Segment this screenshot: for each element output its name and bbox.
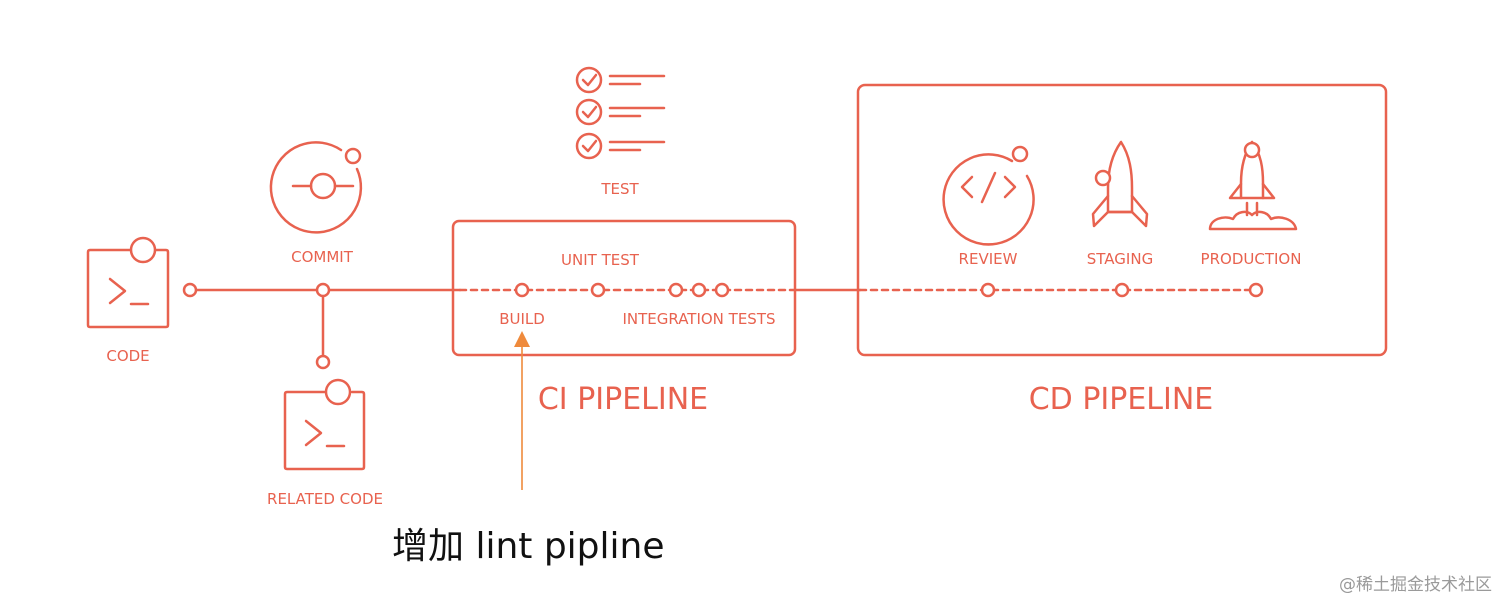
rocket-icon [1091, 140, 1149, 228]
rocket-launch-icon [1208, 140, 1298, 231]
commit-icon [269, 141, 363, 234]
node-related-code [315, 354, 331, 370]
related-code-label: RELATED CODE [267, 490, 383, 508]
node-commit [315, 282, 331, 298]
code-label: CODE [106, 347, 149, 365]
test-label: TEST [600, 180, 639, 198]
staging-label: STAGING [1087, 250, 1153, 268]
code-terminal-icon [86, 236, 170, 329]
node-start [182, 282, 198, 298]
commit-label: COMMIT [291, 248, 354, 266]
cd-pipeline-box [856, 83, 1388, 357]
checklist-icon [575, 66, 666, 160]
related-code-terminal-icon [283, 378, 366, 471]
node-production [1248, 282, 1264, 298]
unit-test-label: UNIT TEST [561, 251, 640, 269]
node-integration-1 [668, 282, 684, 298]
node-integration-3 [714, 282, 730, 298]
node-unit-test [590, 282, 606, 298]
ci-pipeline-title: CI PIPELINE [538, 382, 708, 417]
integration-tests-label: INTEGRATION TESTS [622, 310, 775, 328]
watermark: @稀土掘金技术社区 [1339, 575, 1492, 595]
node-build [514, 282, 530, 298]
node-review [980, 282, 996, 298]
review-label: REVIEW [959, 250, 1018, 268]
build-label: BUILD [499, 310, 545, 328]
code-review-icon [942, 145, 1035, 246]
annotation-arrow [514, 331, 530, 490]
annotation-text: 增加 lint pipline [392, 526, 665, 567]
ci-pipeline-box [451, 219, 797, 357]
cd-pipeline-title: CD PIPELINE [1029, 382, 1214, 417]
production-label: PRODUCTION [1201, 250, 1302, 268]
node-staging [1114, 282, 1130, 298]
node-integration-2 [691, 282, 707, 298]
